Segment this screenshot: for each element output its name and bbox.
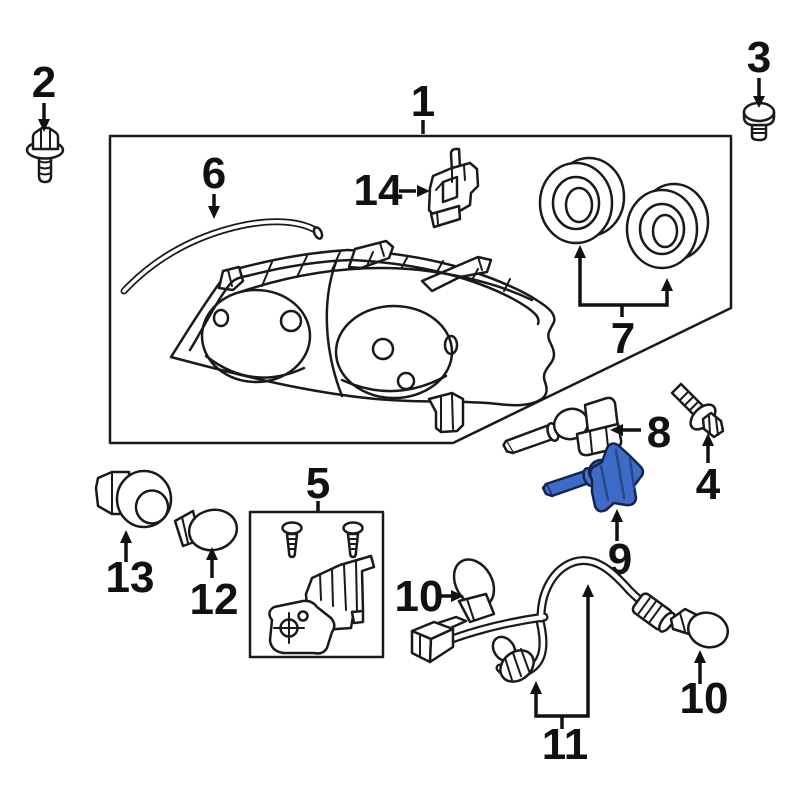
arrowhead-icon xyxy=(661,278,673,291)
arrowhead-icon xyxy=(451,590,464,602)
callout-11[interactable]: 11 xyxy=(530,584,594,769)
arrowhead-icon xyxy=(38,119,50,132)
callout-13[interactable]: 13 xyxy=(106,530,155,602)
arrowhead-icon xyxy=(206,547,218,560)
part-halogen-bulb-highlighted xyxy=(541,442,645,513)
callout-label-8[interactable]: 8 xyxy=(647,408,671,457)
callout-5[interactable]: 5 xyxy=(306,459,330,511)
arrowhead-icon xyxy=(694,650,706,663)
part-push-pin-clip xyxy=(742,101,776,142)
callout-3[interactable]: 3 xyxy=(747,33,771,108)
part-retainer-bracket xyxy=(427,147,480,229)
arrowhead-icon xyxy=(530,681,542,694)
callout-10-upper[interactable]: 10 xyxy=(395,572,464,621)
callout-8[interactable]: 8 xyxy=(610,408,671,457)
callout-1[interactable]: 1 xyxy=(411,77,435,134)
arrowhead-icon xyxy=(120,530,132,543)
callout-10-lower[interactable]: 10 xyxy=(680,650,729,723)
callout-bracket-11 xyxy=(534,597,590,729)
arrowhead-icon xyxy=(753,96,765,108)
callout-14[interactable]: 14 xyxy=(354,166,430,215)
arrowhead-icon xyxy=(582,584,594,597)
callout-label-14[interactable]: 14 xyxy=(354,166,403,215)
callout-label-10-lower[interactable]: 10 xyxy=(680,674,729,723)
callout-7[interactable]: 7 xyxy=(574,245,673,363)
callout-label-13[interactable]: 13 xyxy=(106,553,155,602)
headlamp-assembly-drawing xyxy=(169,239,556,434)
part-bracket-kit xyxy=(248,510,385,659)
callout-label-7[interactable]: 7 xyxy=(611,314,635,363)
part-trim-strip xyxy=(120,218,324,295)
callout-label-11[interactable]: 11 xyxy=(542,720,589,769)
callout-bracket-7 xyxy=(578,257,669,317)
callout-label-6[interactable]: 6 xyxy=(202,149,226,198)
part-signal-bulb-lower xyxy=(669,607,729,649)
arrowhead-icon xyxy=(574,245,586,258)
callout-label-1[interactable]: 1 xyxy=(411,77,435,126)
part-halogen-bulb xyxy=(502,396,623,457)
callout-2[interactable]: 2 xyxy=(32,58,56,132)
part-socket-dust-caps xyxy=(538,156,710,270)
part-bulb-socket xyxy=(94,469,173,529)
part-signal-bulb-upper xyxy=(452,558,496,624)
part-wiring-harness xyxy=(410,556,676,683)
callout-label-2[interactable]: 2 xyxy=(32,58,56,107)
callout-label-12[interactable]: 12 xyxy=(190,575,239,624)
arrowhead-icon xyxy=(611,509,623,522)
callout-label-5[interactable]: 5 xyxy=(306,459,330,508)
arrowhead-icon xyxy=(417,185,430,197)
callout-label-3[interactable]: 3 xyxy=(747,33,771,82)
arrowhead-icon xyxy=(702,433,714,446)
part-park-bulb xyxy=(173,508,239,552)
callout-12[interactable]: 12 xyxy=(190,547,239,624)
callout-label-10-upper[interactable]: 10 xyxy=(395,572,444,621)
callout-4[interactable]: 4 xyxy=(696,433,721,509)
arrowhead-icon xyxy=(610,424,623,436)
part-mounting-bolt xyxy=(670,382,725,439)
callout-label-4[interactable]: 4 xyxy=(696,460,721,509)
callout-6[interactable]: 6 xyxy=(202,149,226,219)
arrowhead-icon xyxy=(208,206,220,219)
part-hex-flange-bolt xyxy=(25,126,65,184)
